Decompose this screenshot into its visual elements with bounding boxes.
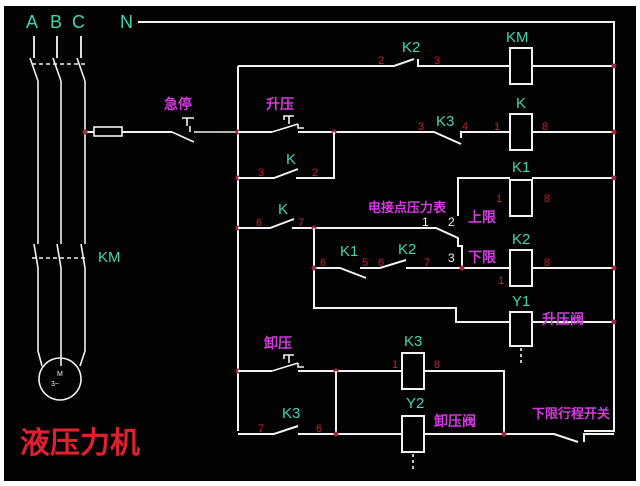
terminal-label: 7 [258, 423, 264, 435]
k3-contact-label: K3 [436, 113, 454, 130]
y2-valve-label: Y2 [406, 395, 424, 412]
terminal-label: 1 [392, 359, 398, 371]
terminal-label: 6 [320, 257, 326, 269]
k2-coil [509, 249, 533, 287]
km-coil-label: KM [506, 29, 529, 46]
phase-c-label: C [72, 12, 85, 32]
pressurize-valve-label: 升压阀 [542, 311, 584, 327]
junction-node [501, 431, 507, 437]
k2-contact-label: K2 [402, 39, 420, 56]
terminal-label: 3 [434, 55, 440, 67]
junction-node [611, 175, 617, 181]
terminal-label: 6 [378, 257, 384, 269]
terminal-label: 4 [462, 121, 468, 133]
row1-wire [238, 58, 614, 67]
junction-node [82, 129, 88, 135]
row3-wire [238, 132, 335, 179]
k-coil-label: K [516, 95, 526, 112]
row4-wire [238, 218, 463, 268]
k1-contact-label: K1 [340, 243, 358, 260]
row5-wire [314, 259, 614, 279]
terminal-label: 6 [316, 423, 322, 435]
junction-node [611, 129, 617, 135]
y1-valve-label: Y1 [512, 293, 530, 310]
diagram-title: 液压力机 [20, 427, 140, 460]
pressurize-button[interactable] [271, 115, 304, 133]
terminal-label: 2 [312, 167, 318, 179]
k2-contact-label: K2 [398, 241, 416, 258]
gauge-terminal-label: 2 [448, 215, 455, 229]
gauge-terminal-label: 3 [448, 251, 455, 265]
terminal-label: 3 [418, 121, 424, 133]
motor-name: M [57, 371, 63, 378]
terminal-label: 7 [298, 217, 304, 229]
emergency-stop-label: 急停 [164, 96, 192, 112]
km-coil [509, 47, 533, 85]
pressurize-label: 升压 [266, 96, 294, 112]
junction-node [311, 265, 317, 271]
pressure-gauge-label: 电接点压力表 [368, 200, 447, 215]
k3-contact-label: K3 [282, 405, 300, 422]
phase-a-label: A [26, 12, 38, 32]
k1-coil-label: K1 [512, 159, 530, 176]
phase-n-label: N [120, 12, 133, 32]
km-power-contact-label: KM [98, 249, 121, 266]
junction-node [611, 63, 617, 69]
circuit-diagram: A B C N KM M 3~ 液压力机 急停 K2 2 3 KM 升压 [20, 12, 617, 472]
terminal-label: 8 [544, 193, 550, 205]
k-row4-contact-label: K [278, 201, 288, 218]
gauge-terminal-label: 1 [422, 215, 429, 229]
terminal-label: 1 [496, 193, 502, 205]
junction-node [611, 265, 617, 271]
terminal-label: 8 [434, 359, 440, 371]
unload-label: 卸压 [264, 335, 292, 351]
y2-valve-coil [401, 415, 425, 453]
schematic-board: A B C N KM M 3~ 液压力机 急停 K2 2 3 KM 升压 [4, 6, 636, 481]
k1-coil [509, 179, 533, 217]
junction-node [611, 319, 617, 325]
y1-valve-coil [509, 311, 533, 347]
upper-limit-label: 上限 [468, 209, 496, 225]
main-switch [29, 36, 86, 367]
k3-row-wire [238, 370, 505, 434]
row2-wire [238, 131, 614, 145]
k-coil [509, 113, 533, 151]
k1-coil-wire [457, 177, 614, 216]
terminal-label: 3 [258, 167, 264, 179]
phase-b-label: B [50, 12, 62, 32]
junction-node [459, 265, 465, 271]
terminal-label: 5 [362, 257, 368, 269]
k-hold-contact-label: K [286, 151, 296, 168]
junction-node [333, 431, 339, 437]
terminal-label: 7 [424, 257, 430, 269]
unload-button[interactable] [271, 354, 304, 372]
lower-limit-switch-label: 下限行程开关 [532, 406, 610, 421]
unload-valve-label: 卸压阀 [434, 413, 476, 429]
terminal-label: 2 [378, 55, 384, 67]
terminal-label: 1 [494, 121, 500, 133]
fuse [93, 126, 123, 137]
terminal-label: 1 [498, 275, 504, 287]
k2-coil-label: K2 [512, 231, 530, 248]
terminal-label: 8 [542, 121, 548, 133]
terminal-label: 8 [544, 257, 550, 269]
y1-feed-wire [313, 228, 614, 323]
emergency-stop-button[interactable] [171, 117, 238, 143]
motor-spec: 3~ [51, 381, 59, 388]
k3-coil [401, 352, 425, 390]
terminal-label: 6 [256, 217, 262, 229]
k3-coil-label: K3 [404, 333, 422, 350]
lower-limit-label: 下限 [468, 249, 496, 265]
bottom-row-wire [238, 425, 614, 443]
neutral-wire [138, 21, 615, 432]
motor-circle [38, 357, 82, 401]
